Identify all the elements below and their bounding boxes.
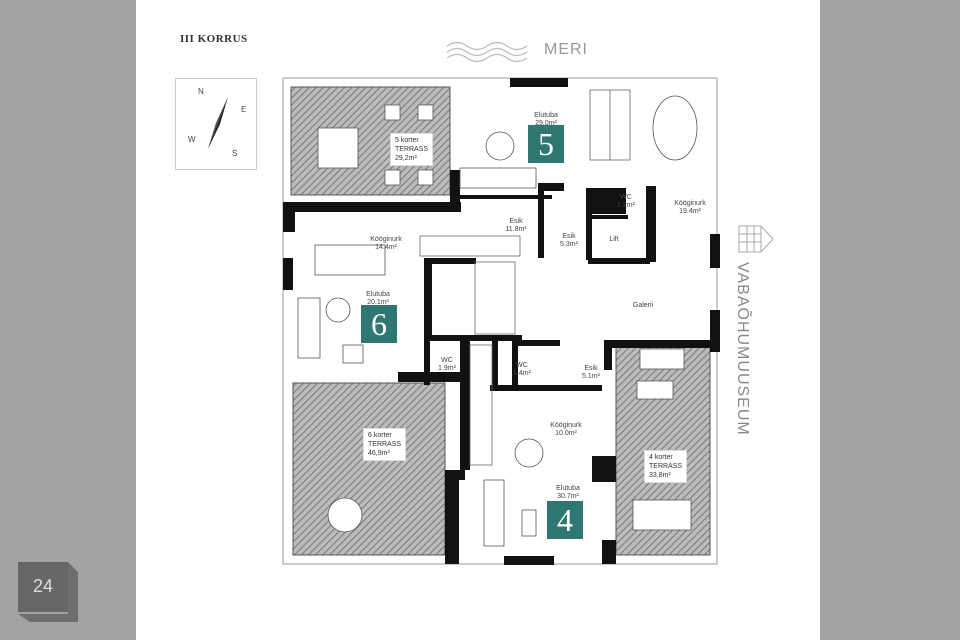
- badge-number: 24: [32, 576, 54, 596]
- terrace-area: 46,9m²: [368, 450, 390, 457]
- terrace-name: TERRASS: [395, 146, 429, 153]
- terrace-name: TERRASS: [368, 441, 402, 448]
- terrace-label-5: 5 korter TERRASS 29,2m²: [390, 133, 434, 166]
- walls: [283, 78, 720, 565]
- floor-title: III KORRUS: [180, 33, 248, 45]
- apartment-number-5: 5: [528, 125, 564, 163]
- north-label: MERI: [544, 41, 588, 58]
- compass-s: S: [232, 149, 238, 158]
- compass-n: N: [198, 87, 204, 96]
- compass-needle-icon: [208, 97, 228, 149]
- museum-house-icon: [738, 225, 774, 253]
- site-logo-badge: 24: [18, 562, 78, 622]
- east-label: VABAÕHUMUUSEUM: [734, 262, 751, 436]
- sea-waves-icon: [446, 41, 528, 63]
- terrace-area: 29,2m²: [395, 155, 417, 162]
- terrace-label-4: 4 korter TERRASS 33,8m²: [644, 450, 688, 483]
- compass: N E S W: [175, 78, 257, 170]
- room-label: Galerii: [632, 302, 654, 309]
- apartment-number-4: 4: [547, 501, 583, 539]
- terrace-6: [292, 382, 446, 556]
- terrace-apartment: 4 korter: [649, 454, 673, 461]
- compass-e: E: [241, 105, 247, 114]
- apartment-number-6: 6: [361, 305, 397, 343]
- compass-w: W: [188, 135, 196, 144]
- terrace-apartment: 5 korter: [395, 137, 419, 144]
- terrace-area: 33,8m²: [649, 472, 671, 479]
- furniture: [297, 95, 698, 547]
- terrace-apartment: 6 korter: [368, 432, 392, 439]
- staircases: [419, 89, 631, 466]
- terrace-name: TERRASS: [649, 463, 683, 470]
- room-label: Lift: [609, 236, 619, 243]
- cube-logo-icon: [18, 562, 78, 622]
- terrace-label-6: 6 korter TERRASS 46,9m²: [363, 428, 407, 461]
